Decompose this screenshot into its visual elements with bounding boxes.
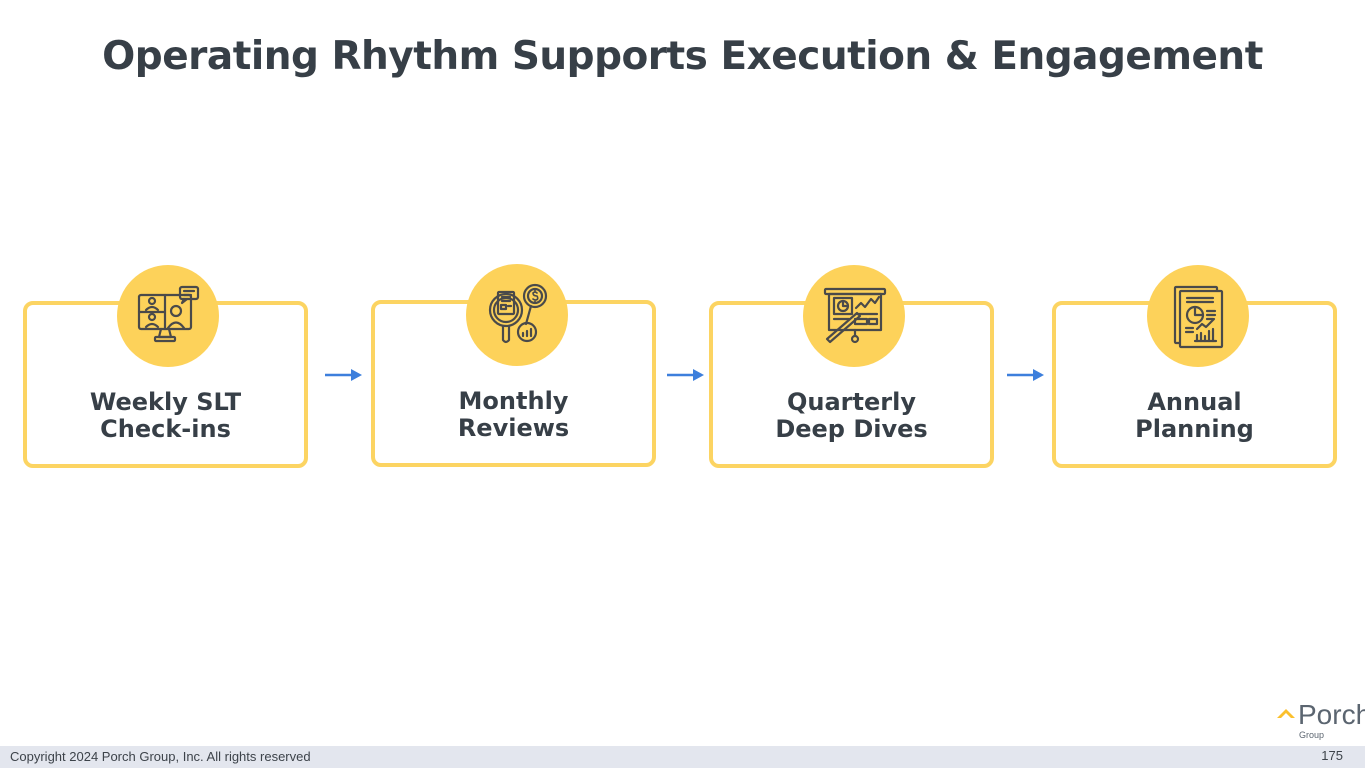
step-label: Quarterly Deep Dives: [713, 389, 990, 443]
step-label-line1: Weekly SLT: [89, 388, 242, 416]
page-title: Operating Rhythm Supports Execution & En…: [102, 34, 1263, 79]
step-label-line2: Reviews: [457, 414, 570, 442]
report-document-icon: [1147, 265, 1249, 367]
step-label-line1: Quarterly: [787, 388, 916, 416]
step-label-line1: Annual: [1147, 388, 1242, 416]
footer-bar: Copyright 2024 Porch Group, Inc. All rig…: [0, 746, 1365, 768]
logo-name: Porch: [1298, 699, 1365, 730]
financial-review-icon: [466, 264, 568, 366]
roof-icon: [1277, 709, 1295, 718]
porch-logo: Porch Group: [1276, 699, 1365, 743]
copyright-text: Copyright 2024 Porch Group, Inc. All rig…: [10, 749, 311, 764]
video-conference-icon: [117, 265, 219, 367]
step-label-line2: Check-ins: [100, 415, 231, 443]
step-label: Monthly Reviews: [375, 388, 652, 442]
step-label-line2: Deep Dives: [775, 415, 928, 443]
step-label: Annual Planning: [1056, 389, 1333, 443]
step-label-line1: Monthly: [458, 387, 569, 415]
arrow-right-icon: [667, 369, 704, 381]
page-number: 175: [1321, 748, 1343, 763]
logo-sub: Group: [1299, 730, 1325, 740]
arrow-right-icon: [1007, 369, 1044, 381]
arrow-right-icon: [325, 369, 362, 381]
presentation-board-icon: [803, 265, 905, 367]
step-label: Weekly SLT Check-ins: [27, 389, 304, 443]
step-label-line2: Planning: [1135, 415, 1254, 443]
